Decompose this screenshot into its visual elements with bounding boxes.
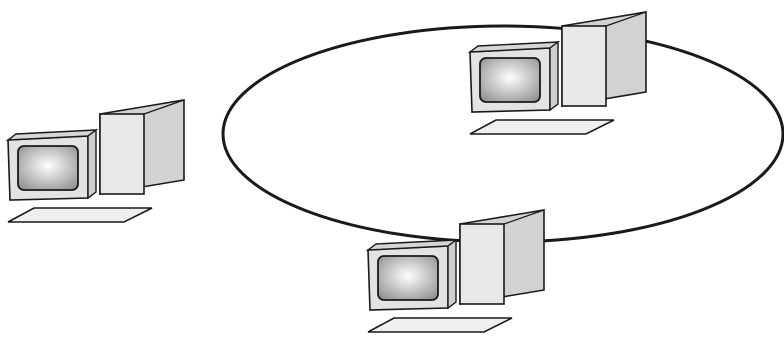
desktop-computer-icon bbox=[368, 210, 544, 332]
desktop-computer-icon bbox=[8, 100, 184, 222]
desktop-computer-icon bbox=[470, 12, 646, 134]
computer-node-top-right bbox=[470, 12, 646, 134]
computer-node-bottom bbox=[368, 210, 544, 332]
computer-node-left bbox=[8, 100, 184, 222]
